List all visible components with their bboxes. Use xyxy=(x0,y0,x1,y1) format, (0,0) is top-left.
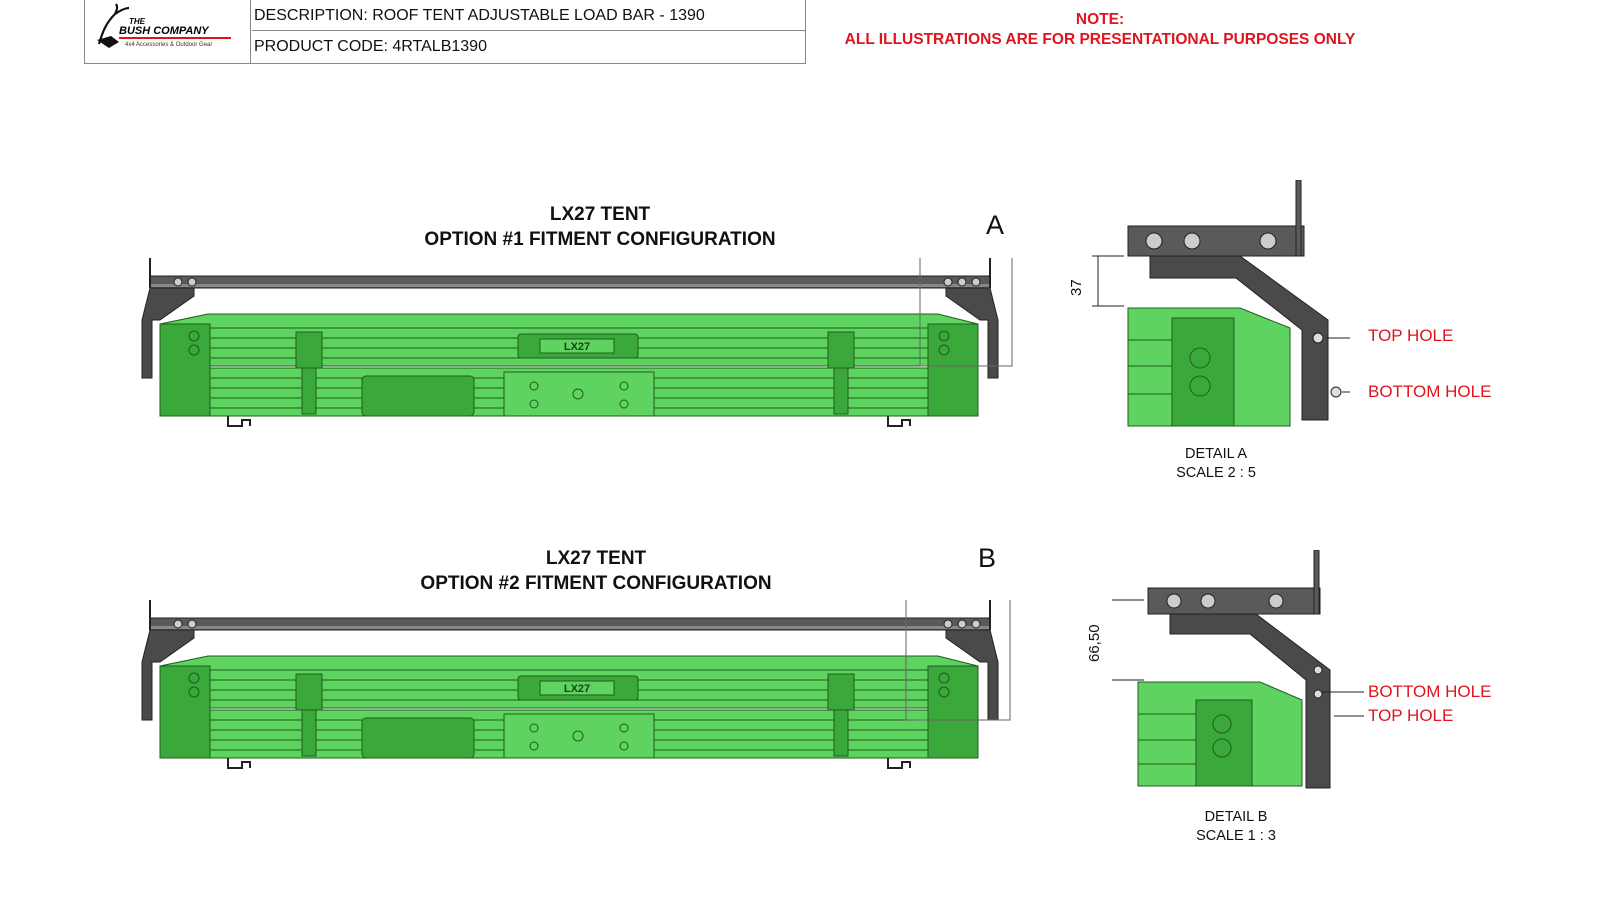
option1-tent-label: LX27 TENT xyxy=(549,204,651,225)
logo-tagline: 4x4 Accessories & Outdoor Gear xyxy=(125,42,212,48)
detail-a-top-hole xyxy=(1312,332,1324,344)
detail-a-dimension: 37 xyxy=(1068,279,1085,296)
logo-line2: BUSH COMPANY xyxy=(119,25,210,37)
detail-a-drawing xyxy=(1092,180,1350,427)
option2-drawing: LX27 xyxy=(141,600,1011,769)
option1-drawing: LX27 xyxy=(141,258,1013,427)
option1-config-label: OPTION #1 FITMENT CONFIGURATION xyxy=(424,229,776,250)
detail-b-upper-callout: BOTTOM HOLE xyxy=(1368,682,1492,701)
option1-badge-text: LX27 xyxy=(564,341,590,353)
detail-b-frame xyxy=(905,600,1011,721)
note: NOTE: ALL ILLUSTRATIONS ARE FOR PRESENTA… xyxy=(820,10,1380,50)
detail-a-frame xyxy=(919,258,1013,367)
detail-b-lower-callout: TOP HOLE xyxy=(1368,706,1454,725)
option2-tent-label: LX27 TENT xyxy=(545,548,647,569)
detail-b-drawing xyxy=(1112,550,1364,789)
detail-a-marker: A xyxy=(986,210,1005,240)
detail-a-caption: DETAIL A SCALE 2 : 5 xyxy=(1156,445,1276,483)
detail-b-title: DETAIL B xyxy=(1204,809,1268,825)
logo-line1: THE xyxy=(129,17,146,26)
detail-b-scale: SCALE 1 : 3 xyxy=(1196,828,1276,844)
option2-badge-text: LX27 xyxy=(564,683,590,695)
detail-a-scale: SCALE 2 : 5 xyxy=(1176,465,1256,481)
title-block: THE BUSH COMPANY 4x4 Accessories & Outdo… xyxy=(84,0,806,64)
note-label: NOTE: xyxy=(1075,11,1125,28)
option1-heading: LX27 TENT OPTION #1 FITMENT CONFIGURATIO… xyxy=(380,202,820,252)
company-logo: THE BUSH COMPANY 4x4 Accessories & Outdo… xyxy=(85,0,251,63)
detail-a-bottom-hole xyxy=(1330,386,1342,398)
detail-b-dimension: 66,50 xyxy=(1086,624,1103,662)
product-code-field: PRODUCT CODE: 4RTALB1390 xyxy=(254,38,487,55)
description-field: DESCRIPTION: ROOF TENT ADJUSTABLE LOAD B… xyxy=(252,0,806,31)
note-text: ALL ILLUSTRATIONS ARE FOR PRESENTATIONAL… xyxy=(844,31,1356,48)
detail-a-title: DETAIL A xyxy=(1184,446,1248,462)
option2-heading: LX27 TENT OPTION #2 FITMENT CONFIGURATIO… xyxy=(376,546,816,596)
detail-b-marker: B xyxy=(978,543,997,573)
option2-config-label: OPTION #2 FITMENT CONFIGURATION xyxy=(420,573,772,594)
detail-a-upper-callout: TOP HOLE xyxy=(1368,326,1454,345)
detail-a-lower-callout: BOTTOM HOLE xyxy=(1368,382,1492,401)
detail-b-bottom-hole xyxy=(1313,665,1323,675)
detail-b-top-hole xyxy=(1313,689,1323,699)
detail-b-caption: DETAIL B SCALE 1 : 3 xyxy=(1176,808,1296,846)
